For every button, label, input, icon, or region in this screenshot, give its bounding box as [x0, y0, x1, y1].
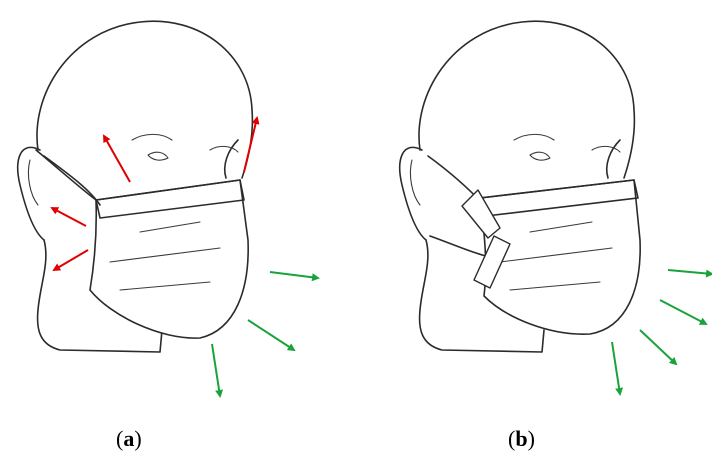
caption-a: (a)	[116, 426, 142, 452]
surgical-mask-a	[36, 150, 248, 338]
flow-arrow	[640, 330, 676, 364]
flow-arrow	[248, 320, 294, 350]
caption-letter: b	[515, 426, 527, 451]
panel-a	[18, 21, 318, 396]
leak-arrow	[54, 250, 88, 270]
flow-arrow	[212, 344, 220, 396]
flow-arrow	[270, 272, 318, 278]
caption-letter: a	[123, 426, 134, 451]
caption-b: (b)	[508, 426, 535, 452]
caption-paren: )	[134, 426, 141, 451]
surgical-mask-b	[428, 156, 640, 334]
flow-arrow	[668, 270, 712, 274]
leak-arrow	[244, 118, 257, 172]
leak-arrow	[104, 136, 130, 182]
panel-b	[400, 21, 712, 394]
caption-paren: )	[528, 426, 535, 451]
leak-arrow	[52, 208, 86, 226]
flow-arrow	[612, 342, 620, 394]
flow-arrow	[660, 300, 706, 324]
